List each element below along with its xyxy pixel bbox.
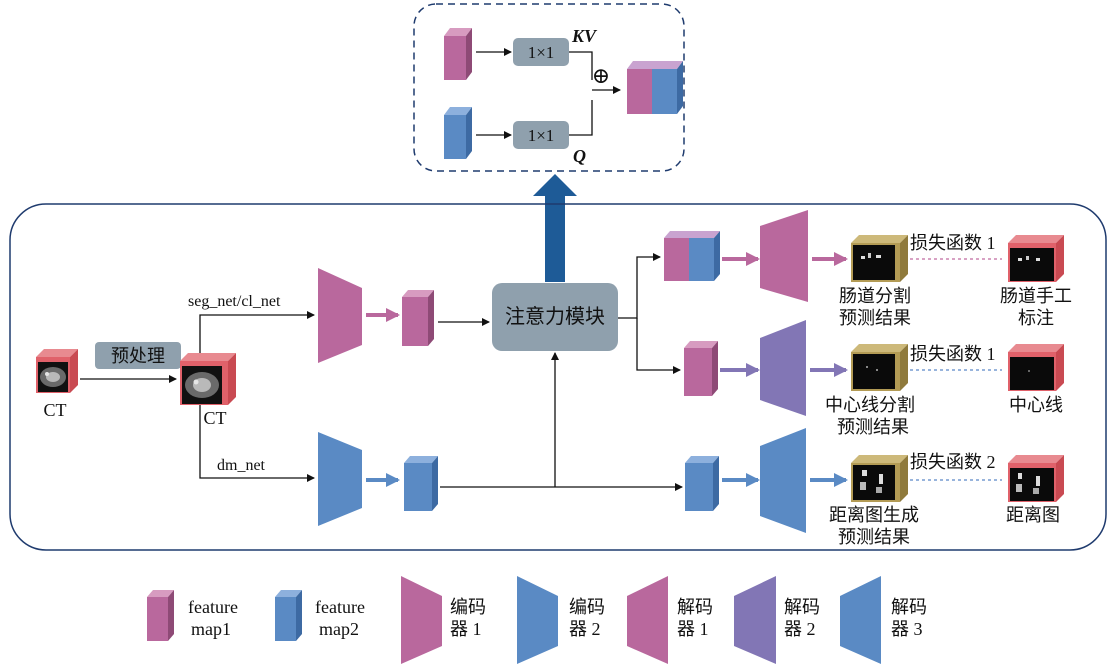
feature-map1-block	[444, 28, 472, 80]
legend-1-line2: map1	[191, 619, 231, 639]
encoder-2	[318, 432, 362, 526]
legend-2-line2: map2	[319, 619, 359, 639]
feature-map1-top	[402, 290, 434, 346]
concat-feature-row1	[664, 231, 720, 281]
gt-row3-line1: 距离图	[1006, 505, 1060, 525]
legend-decoder-1	[627, 576, 668, 664]
legend-7-line1: 解码	[891, 597, 927, 617]
pred-cube-row3	[851, 455, 908, 502]
feature-map1-row2	[684, 341, 718, 396]
ct-processed-label: CT	[203, 408, 226, 428]
legend-5-line2: 器 1	[677, 619, 709, 639]
legend-2-line1: feature	[315, 597, 365, 617]
legend-3-line2: 器 1	[450, 619, 482, 639]
legend-encoder-1	[401, 576, 442, 664]
concat-feature-block	[627, 61, 683, 114]
pred-row1-line1: 肠道分割	[839, 286, 911, 306]
legend-3-line1: 编码	[450, 597, 486, 617]
loss-row1: 损失函数 1	[910, 233, 996, 253]
legend-encoder-2	[517, 576, 558, 664]
ct-input-label: CT	[43, 400, 66, 420]
legend-1-line1: feature	[188, 597, 238, 617]
legend-6-line1: 解码	[784, 597, 820, 617]
gt-row1-line2: 标注	[1018, 308, 1054, 328]
feature-map2-mid	[404, 456, 438, 511]
gt-row1-line1: 肠道手工	[1000, 286, 1072, 306]
decoder-2	[760, 320, 806, 416]
conv-q-label: 1×1	[528, 126, 555, 145]
legend: feature map1 feature map2 编码 器 1 编码 器 2 …	[147, 576, 927, 664]
legend-decoder-2	[734, 576, 776, 664]
legend-decoder-3	[840, 576, 881, 664]
gt-cube-row3	[1008, 455, 1064, 502]
pred-cube-row2	[851, 344, 908, 391]
concat-symbol: ⊕	[592, 63, 610, 88]
legend-feature-map1	[147, 590, 174, 641]
q-label: Q	[573, 146, 586, 166]
ct-input-cube	[36, 349, 78, 393]
attention-detail-panel: 1×1 KV 1×1 Q ⊕	[414, 4, 684, 171]
feature-map2-row3	[685, 456, 719, 511]
conv-kv-label: 1×1	[528, 43, 555, 62]
ct-processed-cube	[180, 353, 236, 405]
gt-cube-row1	[1008, 235, 1064, 282]
pred-row2-line2: 预测结果	[837, 417, 909, 437]
branch-top-label: seg_net/cl_net	[188, 293, 281, 310]
gt-row2-line1: 中心线	[1009, 395, 1063, 415]
pred-cube-row1	[851, 235, 908, 282]
legend-4-line2: 器 2	[569, 619, 601, 639]
legend-feature-map2	[275, 590, 302, 641]
gt-cube-row2	[1008, 344, 1064, 391]
decoder-1	[760, 210, 808, 302]
pred-row1-line2: 预测结果	[839, 308, 911, 328]
pred-row3-line1: 距离图生成	[829, 505, 919, 525]
branch-bottom-label: dm_net	[217, 457, 266, 474]
pred-row3-line2: 预测结果	[838, 527, 910, 547]
attention-module-label: 注意力模块	[505, 305, 605, 328]
feature-map2-block	[444, 107, 472, 159]
pred-row2-line1: 中心线分割	[825, 395, 915, 415]
loss-row3: 损失函数 2	[910, 452, 996, 472]
legend-7-line2: 器 3	[891, 619, 923, 639]
legend-4-line1: 编码	[569, 597, 605, 617]
decoder-3	[760, 428, 806, 533]
preprocess-label: 预处理	[111, 346, 165, 366]
loss-row2: 损失函数 1	[910, 344, 996, 364]
legend-6-line2: 器 2	[784, 619, 816, 639]
encoder-1	[318, 268, 362, 363]
legend-5-line1: 解码	[677, 597, 713, 617]
attention-zoom-arrow	[533, 174, 577, 282]
kv-label: KV	[571, 26, 598, 46]
